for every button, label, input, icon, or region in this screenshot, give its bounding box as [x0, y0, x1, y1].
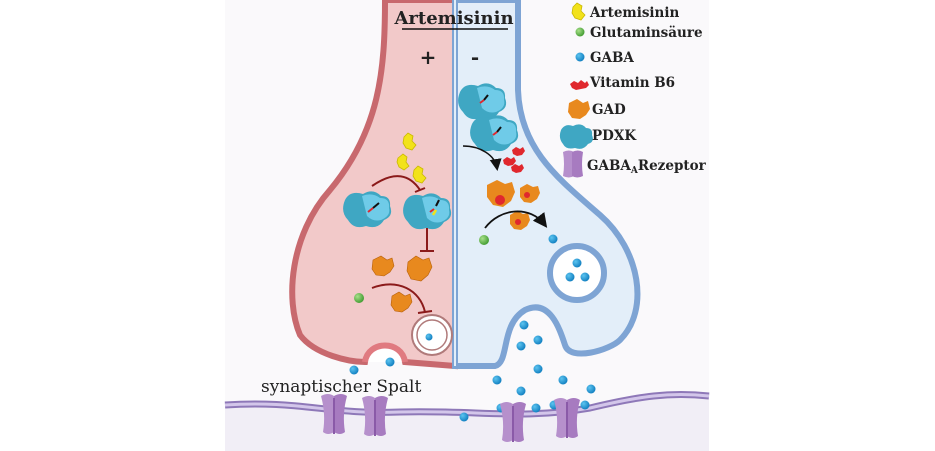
vitamin-b6-icon [570, 80, 589, 90]
legend-label: Artemisinin [589, 5, 679, 21]
legend-label: Vitamin B6 [589, 75, 675, 91]
title: Artemisinin [393, 8, 513, 29]
gad-proteins-right [487, 180, 540, 230]
gaba-a-receptor [554, 398, 580, 438]
legend-label: PDXK [592, 128, 637, 144]
activation-arrow-pdxk [462, 145, 502, 171]
legend-item-vitamin-b6: Vitamin B6 [570, 75, 675, 91]
synaptic-cleft-label: synaptischer Spalt [261, 377, 421, 397]
legend-label: Glutaminsäure [590, 25, 703, 41]
legend-item-gaba-a-receptor: GABAARezeptor [563, 150, 707, 178]
pdxk-protein-left [343, 191, 392, 228]
artemisinin-icon [571, 2, 586, 21]
legend-item-artemisinin: Artemisinin [571, 2, 679, 21]
exocytosis-pore [362, 342, 408, 363]
inhibit-arrow-artemisinin [371, 175, 421, 191]
pdxk-protein-right-2 [470, 115, 519, 152]
artemisinin-molecules [396, 132, 427, 184]
gaba-a-receptor [321, 394, 347, 434]
glutamate-icon [575, 27, 585, 37]
legend-label: GABAARezeptor [587, 158, 707, 176]
gaba-molecule [548, 234, 558, 244]
gaba-molecules-cleft [349, 320, 596, 422]
gaba-icon [575, 52, 585, 62]
inhibited-vesicle [411, 314, 453, 356]
pdxk-protein-inhibited [403, 193, 452, 230]
legend-item-gaba: GABA [575, 50, 634, 66]
legend-item-glutamate: Glutaminsäure [575, 25, 703, 41]
gaba-a-receptor [500, 402, 526, 442]
legend-label: GAD [592, 102, 626, 118]
glutamate-molecule-right [479, 235, 489, 245]
gaba-vesicle [547, 243, 607, 303]
gaba-a-receptors [321, 394, 580, 442]
vitamin-b6-molecules [503, 147, 525, 173]
gad-icon [568, 99, 590, 119]
pdxk-protein-right-1 [458, 83, 507, 120]
pdxk-icon [559, 124, 593, 149]
gaba-a-receptor-icon [563, 150, 583, 178]
glutamate-molecule-left [354, 293, 364, 303]
gaba-a-receptor [362, 396, 388, 436]
inhibit-arrow-gad [371, 283, 426, 313]
legend-label: GABA [590, 50, 634, 66]
activation-arrow-gad [484, 210, 548, 229]
gad-proteins-left [371, 255, 433, 313]
minus-sign: - [471, 45, 479, 69]
legend: Artemisinin Glutaminsäure GABA Vitamin B… [559, 2, 707, 178]
plus-sign: + [420, 45, 437, 69]
legend-item-pdxk: PDXK [559, 124, 637, 149]
legend-item-gad: GAD [568, 99, 626, 119]
